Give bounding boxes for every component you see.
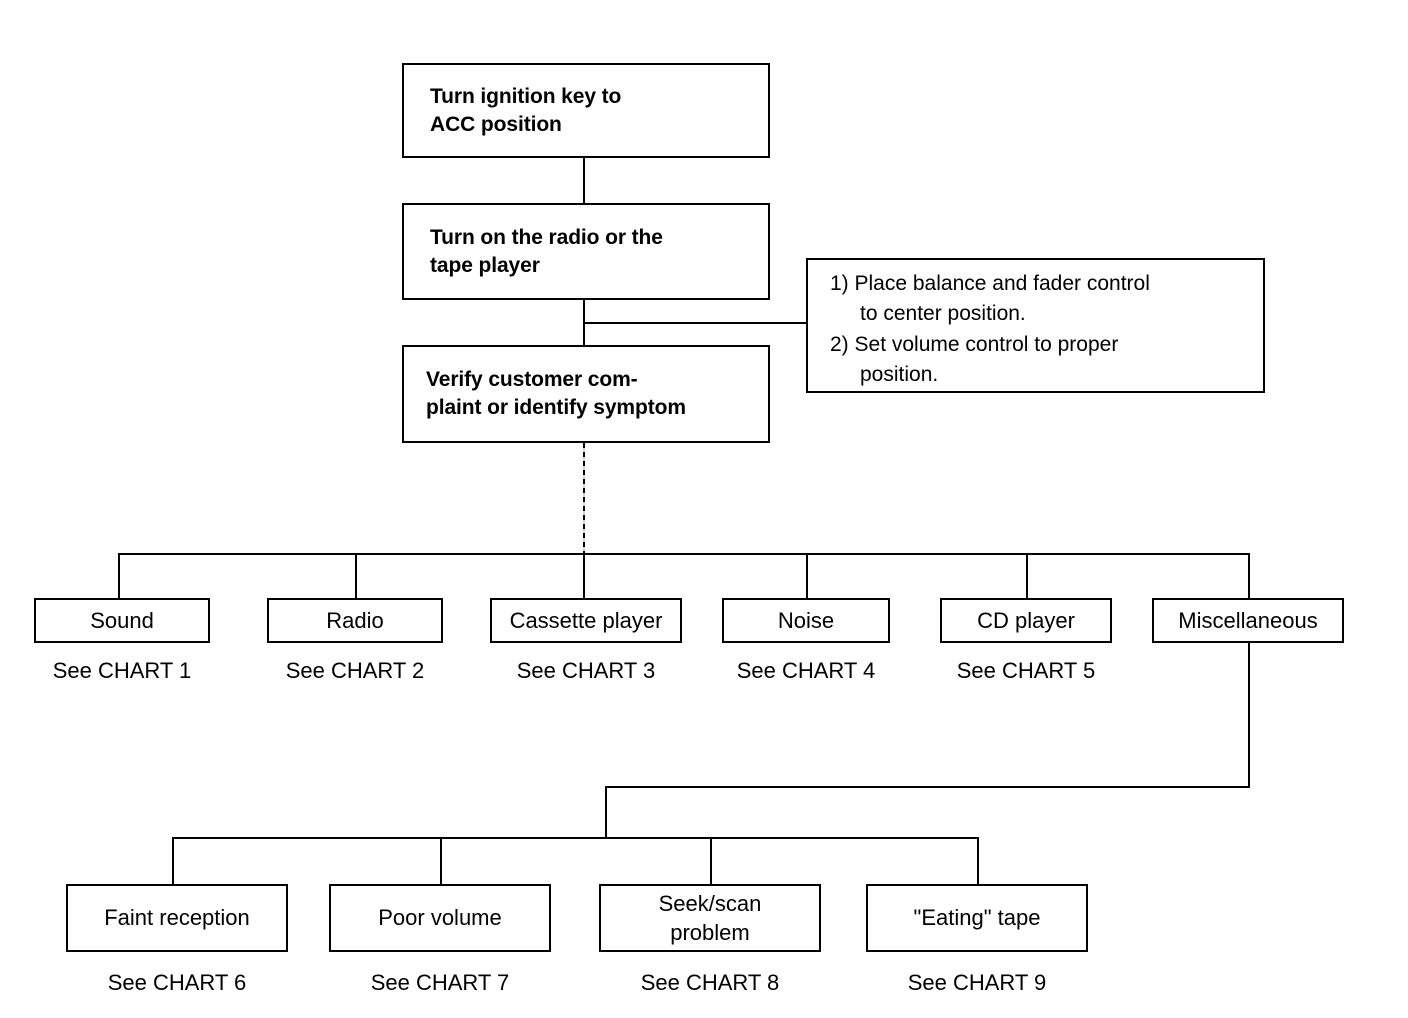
chart-caption-radio: See CHART 2 [285,658,425,683]
connector-misc-to-sub-bus [605,786,607,837]
chart-caption-eating-tape: See CHART 9 [907,970,1047,995]
symptom-box-cassette-player-label: Cassette player [509,607,663,633]
process-box-turn-on-radio-label: Turn on the radio or the tape player [430,225,663,277]
connector-drop-miscellaneous [1248,553,1250,598]
symptom-box-radio: Radio [267,598,443,643]
connector-misc-descend [1248,643,1250,788]
symptom-box-sound-label: Sound [90,607,154,633]
connector-drop-radio [355,553,357,598]
connector-step3-to-symptom-bus [583,443,585,555]
connector-drop-faint-reception [172,837,174,884]
chart-caption-noise: See CHART 4 [736,658,876,683]
misc-box-eating-tape: "Eating" tape [866,884,1088,952]
misc-box-faint-reception-label: Faint reception [104,905,250,931]
connector-drop-seek-scan [710,837,712,884]
symptom-box-miscellaneous: Miscellaneous [1152,598,1344,643]
symptom-box-noise-label: Noise [777,607,835,633]
connector-note-branch [583,322,808,324]
misc-box-seek-scan-problem: Seek/scan problem [599,884,821,952]
connector-sub-bus [172,837,979,839]
chart-caption-sound: See CHART 1 [52,658,192,683]
connector-misc-horizontal-run [605,786,1250,788]
symptom-box-miscellaneous-label: Miscellaneous [1178,607,1318,633]
symptom-box-cd-player-label: CD player [977,607,1075,633]
note-item-1: 1) Place balance and fader control to ce… [830,272,1150,326]
note-item-2: 2) Set volume control to proper position… [830,332,1119,387]
chart-caption-cd-player: See CHART 5 [956,658,1096,683]
connector-drop-cd-player [1026,553,1028,598]
symptom-box-cd-player: CD player [940,598,1112,643]
connector-step1-step2 [583,158,585,203]
process-box-turn-ignition-key-label: Turn ignition key to ACC position [430,84,622,136]
symptom-box-sound: Sound [34,598,210,643]
symptom-box-noise: Noise [722,598,890,643]
chart-caption-poor-volume: See CHART 7 [370,970,510,995]
process-box-turn-ignition-key: Turn ignition key to ACC position [402,63,770,158]
misc-box-poor-volume: Poor volume [329,884,551,952]
process-box-turn-on-radio: Turn on the radio or the tape player [402,203,770,300]
misc-box-eating-tape-label: "Eating" tape [913,905,1041,931]
chart-caption-faint-reception: See CHART 6 [107,970,247,995]
connector-drop-cassette-player [583,553,585,598]
process-box-verify-complaint: Verify customer com- plaint or identify … [402,345,770,443]
connector-drop-sound [118,553,120,598]
connector-drop-noise [806,553,808,598]
connector-drop-poor-volume [440,837,442,884]
process-box-verify-complaint-label: Verify customer com- plaint or identify … [426,368,686,419]
symptom-box-cassette-player: Cassette player [490,598,682,643]
misc-box-poor-volume-label: Poor volume [378,905,502,931]
note-box-balance-volume: 1) Place balance and fader control to ce… [806,258,1265,393]
chart-caption-cassette-player: See CHART 3 [516,658,656,683]
chart-caption-seek-scan-problem: See CHART 8 [640,970,780,995]
symptom-box-radio-label: Radio [326,607,384,633]
connector-drop-eating-tape [977,837,979,884]
misc-box-faint-reception: Faint reception [66,884,288,952]
connector-symptom-bus [118,553,1250,555]
misc-box-seek-scan-problem-label: Seek/scan problem [658,890,762,945]
